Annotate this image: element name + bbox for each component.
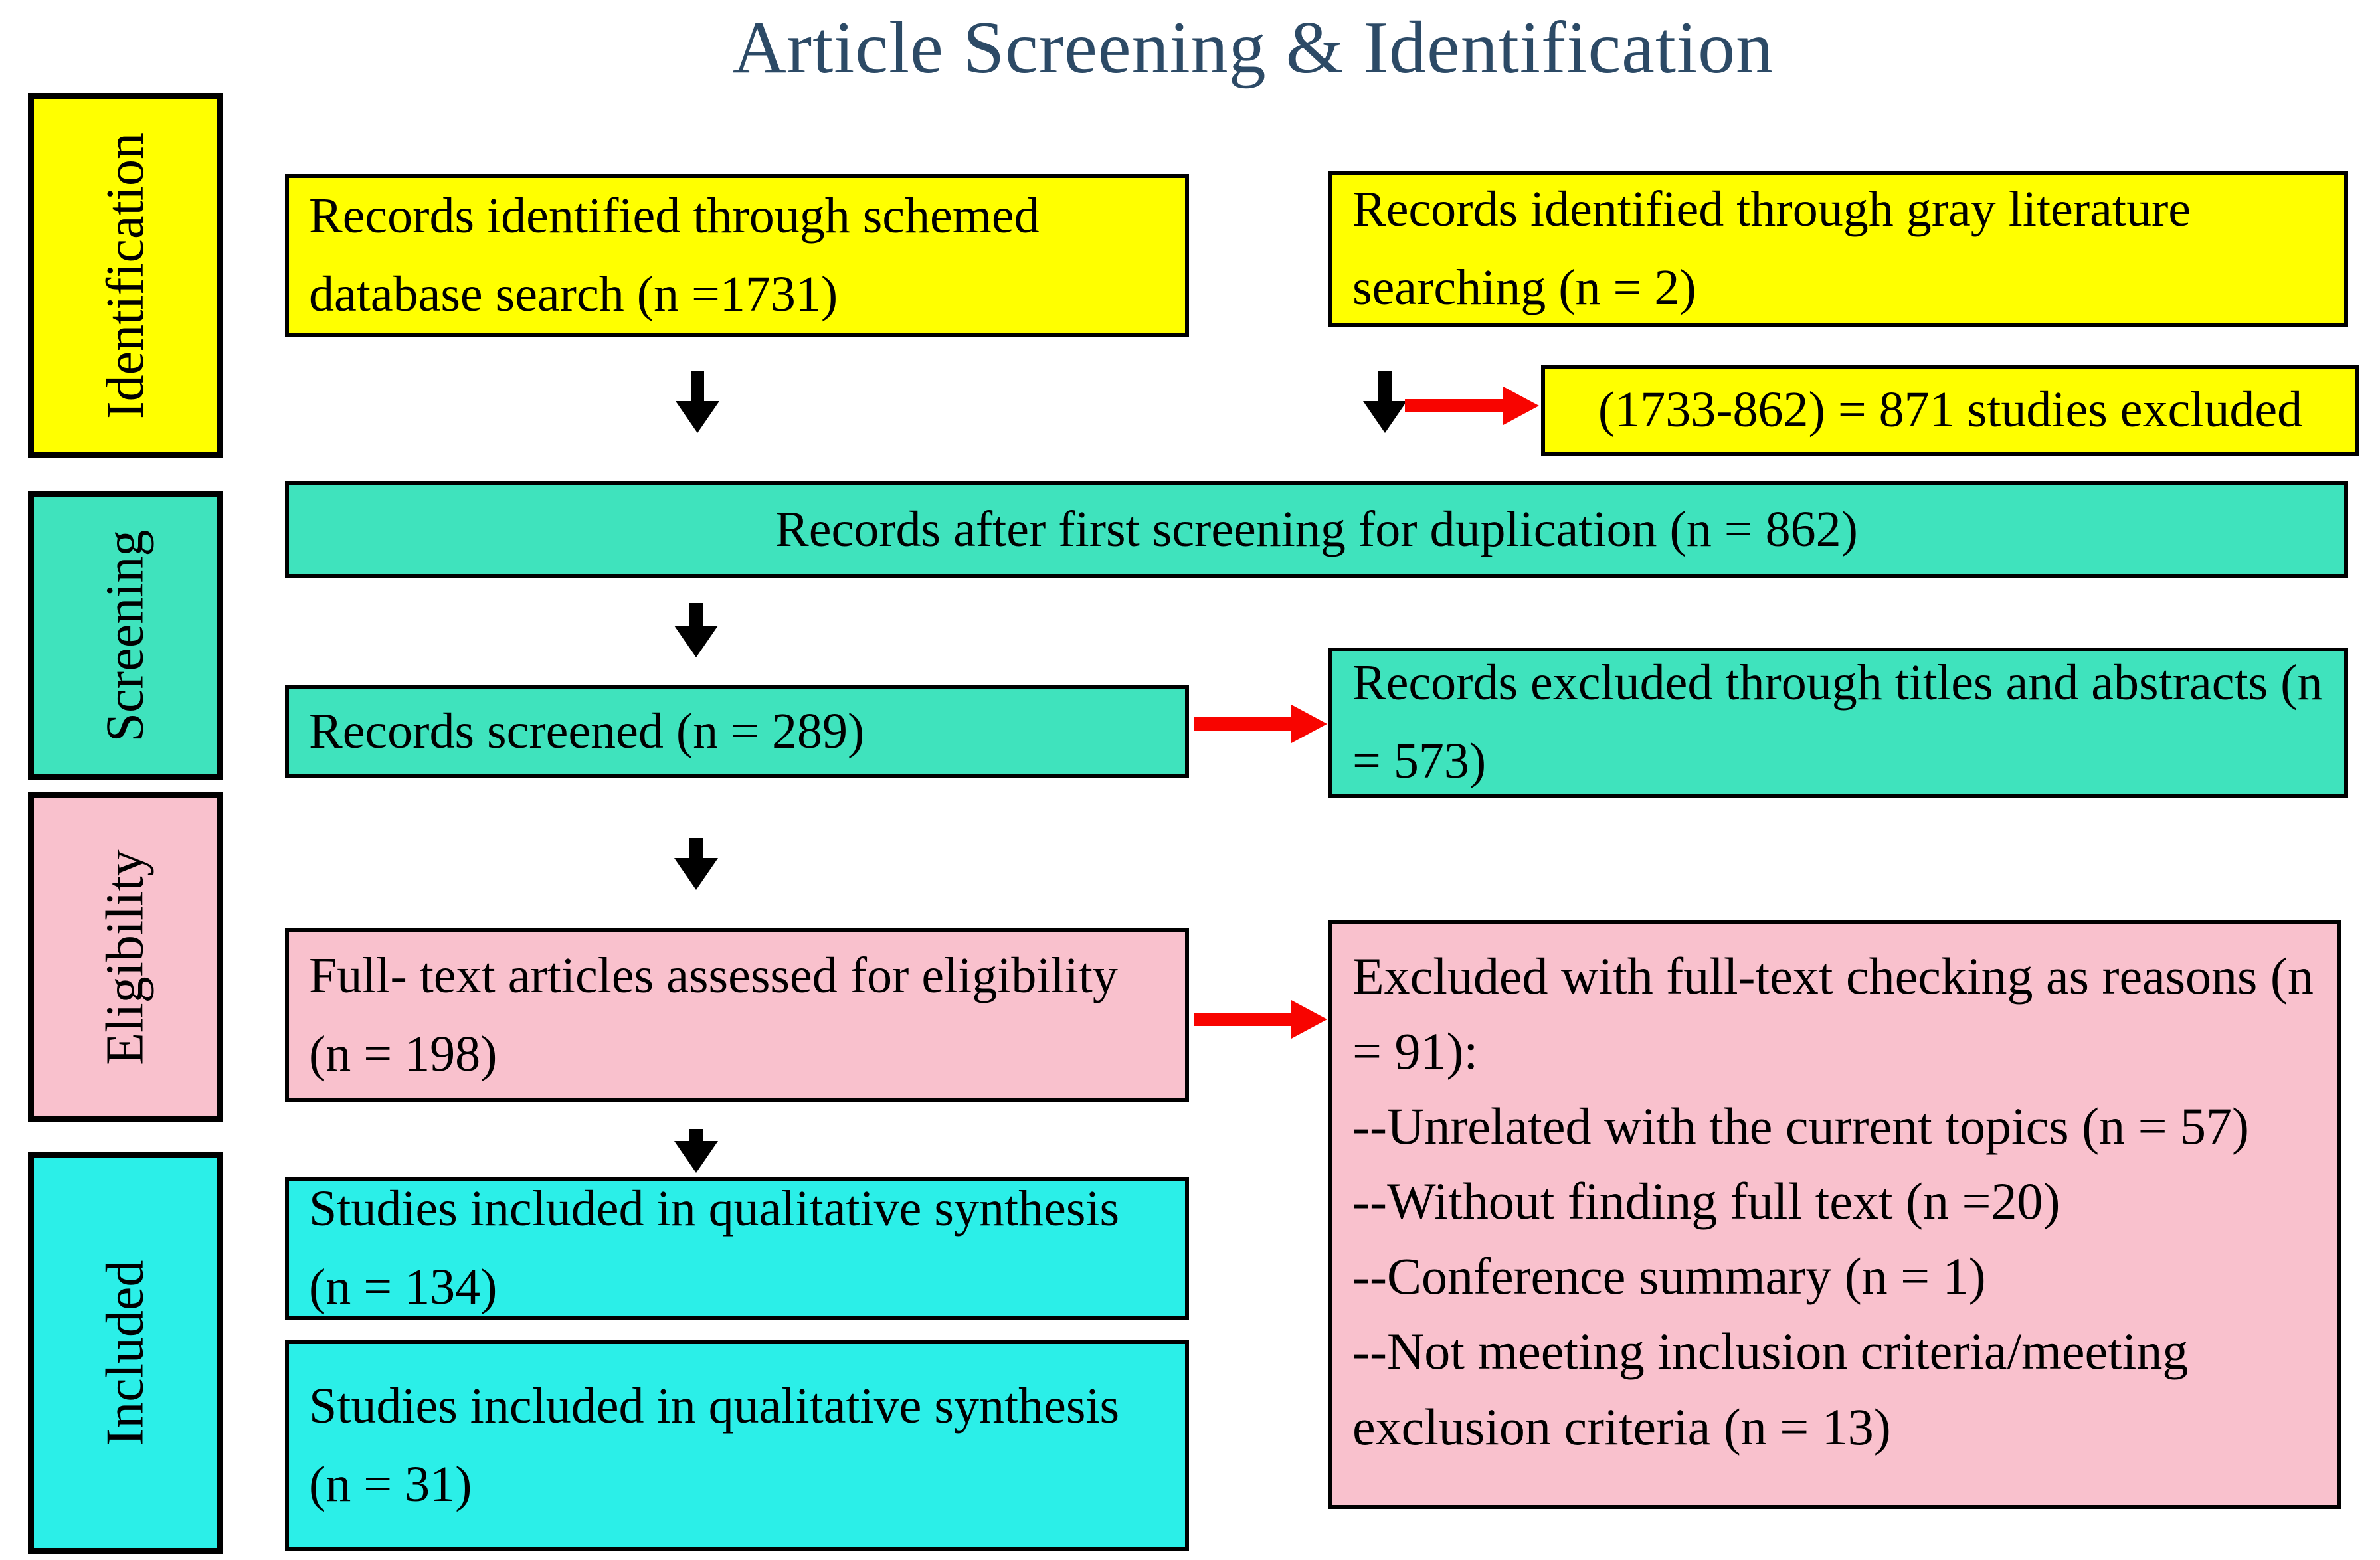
box-fulltext-assessed: Full- text articles assessed for eligibi…	[285, 928, 1189, 1102]
box-after-duplication-text: Records after first screening for duplic…	[775, 501, 1858, 558]
box-after-duplication: Records after first screening for duplic…	[285, 481, 2348, 578]
fulltext-excluded-reason-line: --Not meeting inclusion criteria/meeting…	[1352, 1322, 2189, 1456]
box-gray-literature-text: Records identified through gray literatu…	[1352, 181, 2191, 315]
box-excluded-titles-abstracts-text: Records excluded through titles and abst…	[1352, 655, 2323, 789]
page-title: Article Screening & Identification	[732, 7, 1774, 89]
sidebar-phase-screening-label: Screening	[96, 529, 155, 742]
box-fulltext-assessed-text: Full- text articles assessed for eligibi…	[309, 948, 1118, 1082]
sidebar-phase-identification-label: Identification	[96, 132, 155, 419]
sidebar-phase-identification: Identification	[28, 93, 223, 458]
box-database-search: Records identified through schemed datab…	[285, 174, 1189, 337]
right-arrow-icon	[1405, 387, 1539, 425]
box-fulltext-excluded-reasons: Excluded with full-text checking as reas…	[1328, 920, 2341, 1509]
fulltext-excluded-reason-line: --Unrelated with the current topics (n =…	[1352, 1097, 2250, 1156]
box-database-search-text: Records identified through schemed datab…	[309, 188, 1040, 322]
fulltext-excluded-reason-line: --Conference summary (n = 1)	[1352, 1247, 1986, 1306]
sidebar-phase-included: Included	[28, 1152, 223, 1554]
fulltext-excluded-reason-line: Excluded with full-text checking as reas…	[1352, 947, 2314, 1081]
fulltext-excluded-reason-line: --Without finding full text (n =20)	[1352, 1172, 2060, 1231]
down-arrow-icon	[674, 838, 718, 890]
box-records-screened-text: Records screened (n = 289)	[309, 703, 865, 760]
box-included-qualitative-2-text: Studies included in qualitative synthesi…	[309, 1377, 1120, 1512]
box-records-screened: Records screened (n = 289)	[285, 685, 1189, 778]
sidebar-phase-included-label: Included	[96, 1260, 155, 1446]
down-arrow-icon	[674, 1129, 718, 1173]
box-gray-literature: Records identified through gray literatu…	[1328, 171, 2348, 327]
box-included-qualitative-1-text: Studies included in qualitative synthesi…	[309, 1181, 1120, 1315]
sidebar-phase-screening: Screening	[28, 491, 223, 780]
box-studies-excluded-text: (1733-862) = 871 studies excluded	[1598, 382, 2303, 438]
box-studies-excluded: (1733-862) = 871 studies excluded	[1541, 365, 2359, 456]
down-arrow-icon	[674, 603, 718, 657]
box-excluded-titles-abstracts: Records excluded through titles and abst…	[1328, 648, 2348, 798]
box-included-qualitative-1: Studies included in qualitative synthesi…	[285, 1177, 1189, 1320]
right-arrow-icon	[1194, 705, 1327, 743]
box-included-qualitative-2: Studies included in qualitative synthesi…	[285, 1340, 1189, 1551]
sidebar-phase-eligibility-label: Eligibility	[96, 849, 155, 1065]
down-arrow-icon	[1363, 371, 1407, 433]
down-arrow-icon	[676, 371, 719, 433]
sidebar-phase-eligibility: Eligibility	[28, 792, 223, 1122]
right-arrow-icon	[1194, 1000, 1327, 1039]
